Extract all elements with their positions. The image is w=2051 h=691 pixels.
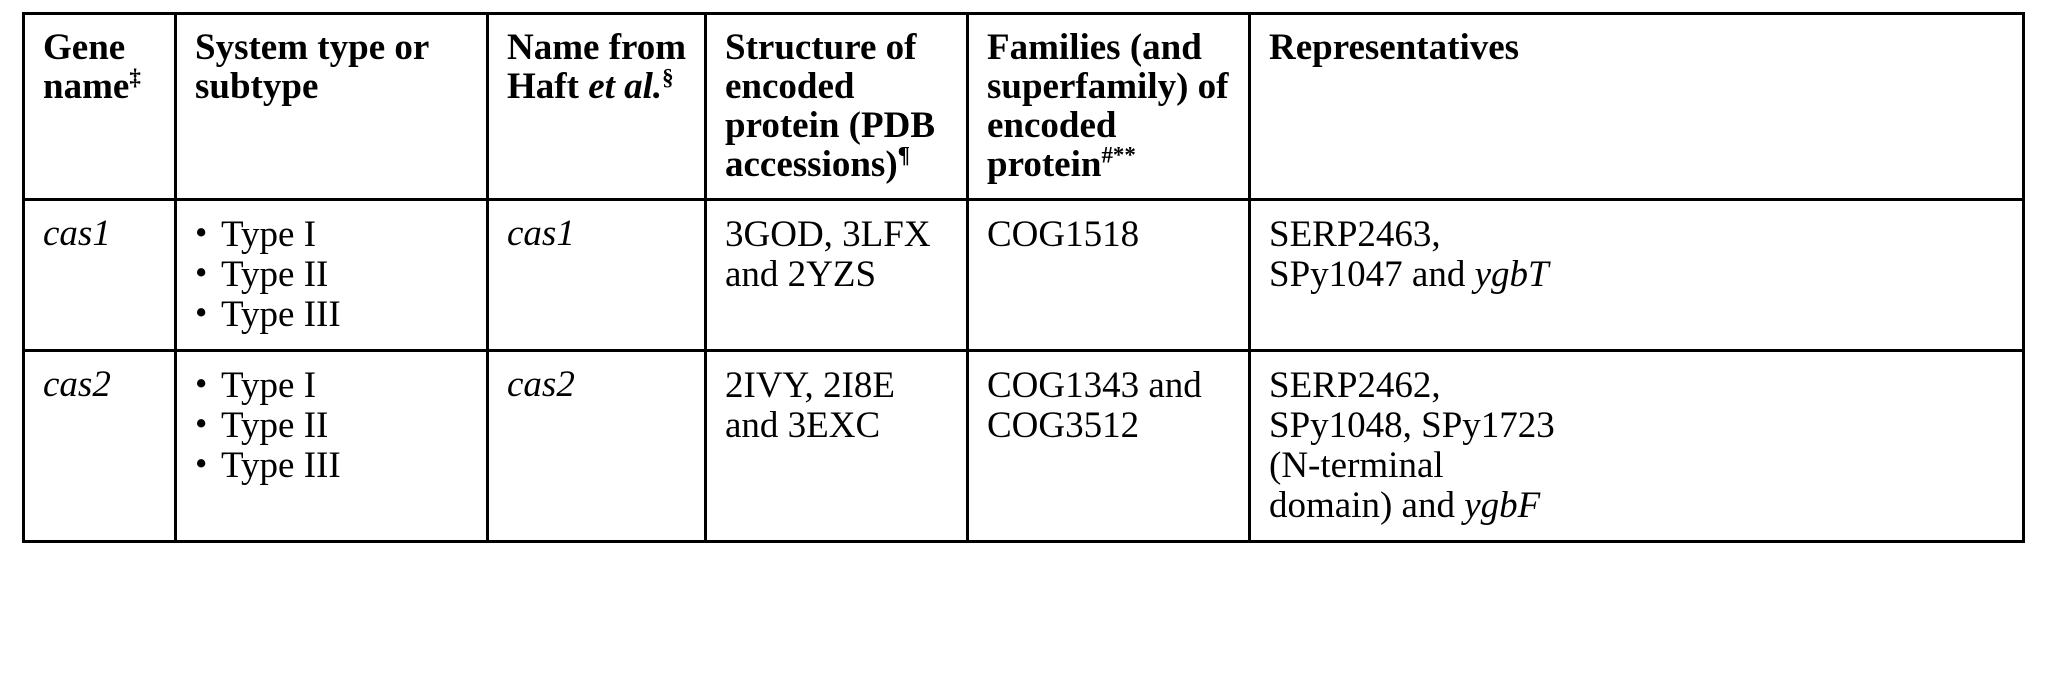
- representatives-line: domain) and ygbF: [1269, 486, 2006, 526]
- header-line: encoded: [987, 104, 1117, 146]
- header-line: Structure of: [725, 27, 917, 68]
- families-line: COG1518: [987, 214, 1140, 256]
- column-header-representatives: Representatives: [1248, 11, 2025, 202]
- header-line: protein (PDB: [725, 104, 936, 146]
- list-item: Type I: [195, 214, 470, 255]
- list-item: Type II: [195, 405, 470, 446]
- list-item: Type III: [195, 445, 470, 486]
- table-row: cas2 Type I Type II Type III cas2 2IVY, …: [22, 349, 2025, 544]
- rep-text: SPy1047 and: [1269, 254, 1475, 296]
- header-line: Haft et al.§: [507, 64, 688, 107]
- representatives-line: (N-terminal: [1269, 446, 2006, 486]
- footnote-marker-double-dagger: ‡: [129, 64, 141, 90]
- rep-text: domain) and: [1269, 485, 1465, 527]
- cell-gene-name: cas2: [22, 349, 177, 544]
- cell-families: COG1518: [966, 198, 1251, 353]
- structure-line: and 2YZS: [725, 254, 877, 296]
- column-header-structure: Structure of encoded protein (PDB access…: [704, 11, 969, 202]
- header-line: accessions)¶: [725, 143, 950, 185]
- footnote-marker-hash-asterisks: #**: [1101, 142, 1136, 168]
- header-line: System type or: [195, 27, 430, 68]
- header-text: accessions): [725, 143, 898, 185]
- table-header: Gene name‡ System type or subtype Name f…: [22, 11, 2025, 202]
- families-line: COG3512: [987, 405, 1140, 447]
- header-line: Name from: [507, 27, 687, 68]
- cell-name-from-haft: cas1: [486, 198, 707, 353]
- list-item: Type I: [195, 365, 470, 406]
- cell-representatives: SERP2462, SPy1048, SPy1723 (N-terminal d…: [1248, 349, 2025, 544]
- system-type-list: Type I Type II Type III: [195, 365, 470, 486]
- families-line: COG1343 and: [987, 365, 1202, 407]
- gene-name-value: cas2: [43, 364, 111, 406]
- table-row: cas1 Type I Type II Type III cas1 3GOD, …: [22, 198, 2025, 353]
- rep-text: SERP2463,: [1269, 214, 1441, 256]
- footnote-marker-pilcrow: ¶: [897, 142, 911, 168]
- header-row: Gene name‡ System type or subtype Name f…: [22, 11, 2025, 202]
- header-line: Gene: [43, 27, 126, 68]
- cell-representatives: SERP2463, SPy1047 and ygbT: [1248, 198, 2025, 353]
- et-al-italic: et al.: [588, 65, 663, 107]
- table-container: Gene name‡ System type or subtype Name f…: [22, 11, 2025, 544]
- structure-line: and 3EXC: [725, 405, 881, 447]
- representatives-line: SPy1047 and ygbT: [1269, 255, 2006, 295]
- column-header-families: Families (and superfamily) of encoded pr…: [966, 11, 1251, 202]
- rep-text: SPy1048, SPy1723: [1269, 405, 1555, 447]
- system-type-list: Type I Type II Type III: [195, 214, 470, 335]
- cell-families: COG1343 and COG3512: [966, 349, 1251, 544]
- table-body: cas1 Type I Type II Type III cas1 3GOD, …: [22, 198, 2025, 544]
- representatives-lines: SERP2462, SPy1048, SPy1723 (N-terminal d…: [1269, 366, 2006, 526]
- header-text: protein: [987, 143, 1102, 185]
- representatives-line: SERP2462,: [1269, 366, 2006, 406]
- header-text: name: [43, 65, 130, 107]
- cell-gene-name: cas1: [22, 198, 177, 353]
- column-header-name-from-haft: Name from Haft et al.§: [486, 11, 707, 202]
- structure-line: 2IVY, 2I8E: [725, 365, 895, 407]
- rep-gene-italic: ygbF: [1464, 485, 1541, 527]
- rep-text: SERP2462,: [1269, 365, 1441, 407]
- header-line: protein#**: [987, 143, 1232, 185]
- cell-structure: 2IVY, 2I8E and 3EXC: [704, 349, 969, 544]
- structure-lines: 3GOD, 3LFX and 2YZS: [725, 215, 950, 295]
- header-line: Representatives: [1269, 27, 1520, 68]
- header-line: superfamily) of: [987, 65, 1229, 107]
- list-item: Type III: [195, 294, 470, 335]
- haft-name-value: cas2: [507, 364, 575, 406]
- cas-gene-table: Gene name‡ System type or subtype Name f…: [22, 11, 2025, 544]
- representatives-lines: SERP2463, SPy1047 and ygbT: [1269, 215, 2006, 295]
- rep-text: (N-terminal: [1269, 445, 1444, 487]
- list-item: Type II: [195, 254, 470, 295]
- cell-name-from-haft: cas2: [486, 349, 707, 544]
- representatives-line: SPy1048, SPy1723: [1269, 406, 2006, 446]
- header-line: Families (and: [987, 27, 1202, 68]
- gene-name-value: cas1: [43, 213, 111, 255]
- structure-lines: 2IVY, 2I8E and 3EXC: [725, 366, 950, 446]
- representatives-line: SERP2463,: [1269, 215, 2006, 255]
- structure-line: 3GOD, 3LFX: [725, 214, 931, 256]
- cell-structure: 3GOD, 3LFX and 2YZS: [704, 198, 969, 353]
- families-lines: COG1343 and COG3512: [987, 366, 1232, 446]
- column-header-gene-name: Gene name‡: [22, 11, 177, 202]
- header-line: name‡: [43, 64, 158, 107]
- header-line: subtype: [195, 65, 319, 107]
- cell-system-type: Type I Type II Type III: [174, 349, 489, 544]
- haft-name-value: cas1: [507, 213, 575, 255]
- families-lines: COG1518: [987, 215, 1232, 255]
- column-header-system-type: System type or subtype: [174, 11, 489, 202]
- header-line: encoded: [725, 65, 855, 107]
- cell-system-type: Type I Type II Type III: [174, 198, 489, 353]
- rep-gene-italic: ygbT: [1474, 254, 1549, 296]
- header-text: Haft: [507, 65, 589, 107]
- footnote-marker-section: §: [662, 64, 674, 90]
